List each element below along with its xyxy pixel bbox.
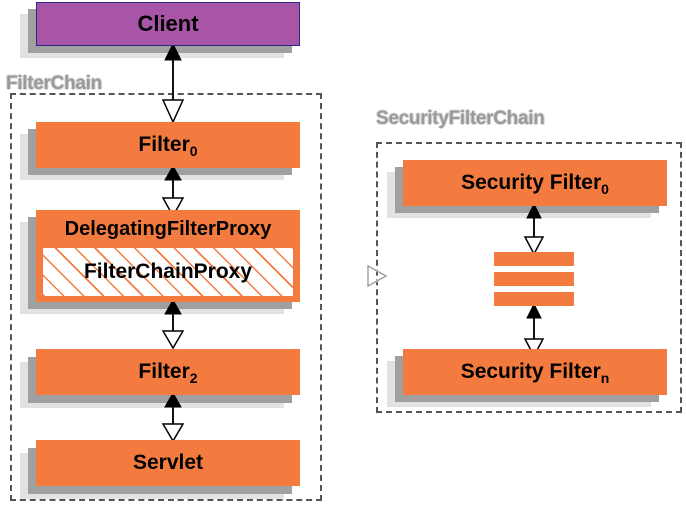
node-security-filter0-subscript: 0 (601, 181, 609, 197)
ellipsis-bar-3 (494, 292, 574, 306)
group-box-security-filter-chain (376, 142, 682, 413)
node-filter2-subscript: 2 (189, 370, 198, 386)
connector-proxy-security-filter-chain (364, 262, 390, 290)
node-delegating-filter-proxy[interactable]: DelegatingFilterProxy FilterChainProxy (36, 210, 300, 302)
node-security-filter-n-label: Security Filter (460, 360, 601, 383)
node-servlet-label: Servlet (132, 451, 204, 474)
group-label-security-filter-chain: SecurityFilterChain (376, 108, 545, 129)
node-filter0-label: Filter (138, 133, 190, 156)
node-security-filter-n-subscript: n (600, 370, 610, 386)
node-delegating-filter-proxy-label: DelegatingFilterProxy (64, 217, 272, 240)
ellipsis-bar-2 (494, 272, 574, 286)
node-client[interactable]: Client (36, 2, 300, 46)
node-filter0-subscript: 0 (189, 143, 198, 159)
node-filter2-label: Filter (138, 360, 190, 383)
connector-filter2-servlet (158, 391, 188, 443)
node-client-label: Client (137, 11, 199, 36)
node-security-filter0-label: Security Filter (461, 171, 602, 194)
group-label-filter-chain: FilterChain (6, 73, 102, 94)
connector-filter0-dfp (158, 164, 188, 218)
connector-ellipsis-security-filter-n (520, 302, 548, 358)
node-filter-chain-proxy-label: FilterChainProxy (83, 260, 253, 283)
connector-security-filter0-ellipsis (520, 202, 548, 256)
node-servlet[interactable]: Servlet (36, 440, 300, 486)
connector-client-filter0 (158, 42, 188, 124)
ellipsis-bar-1 (494, 252, 574, 266)
connector-dfp-filter2 (158, 298, 188, 350)
node-filter-chain-proxy[interactable]: FilterChainProxy (42, 247, 294, 297)
group-box-filter-chain (10, 93, 322, 501)
